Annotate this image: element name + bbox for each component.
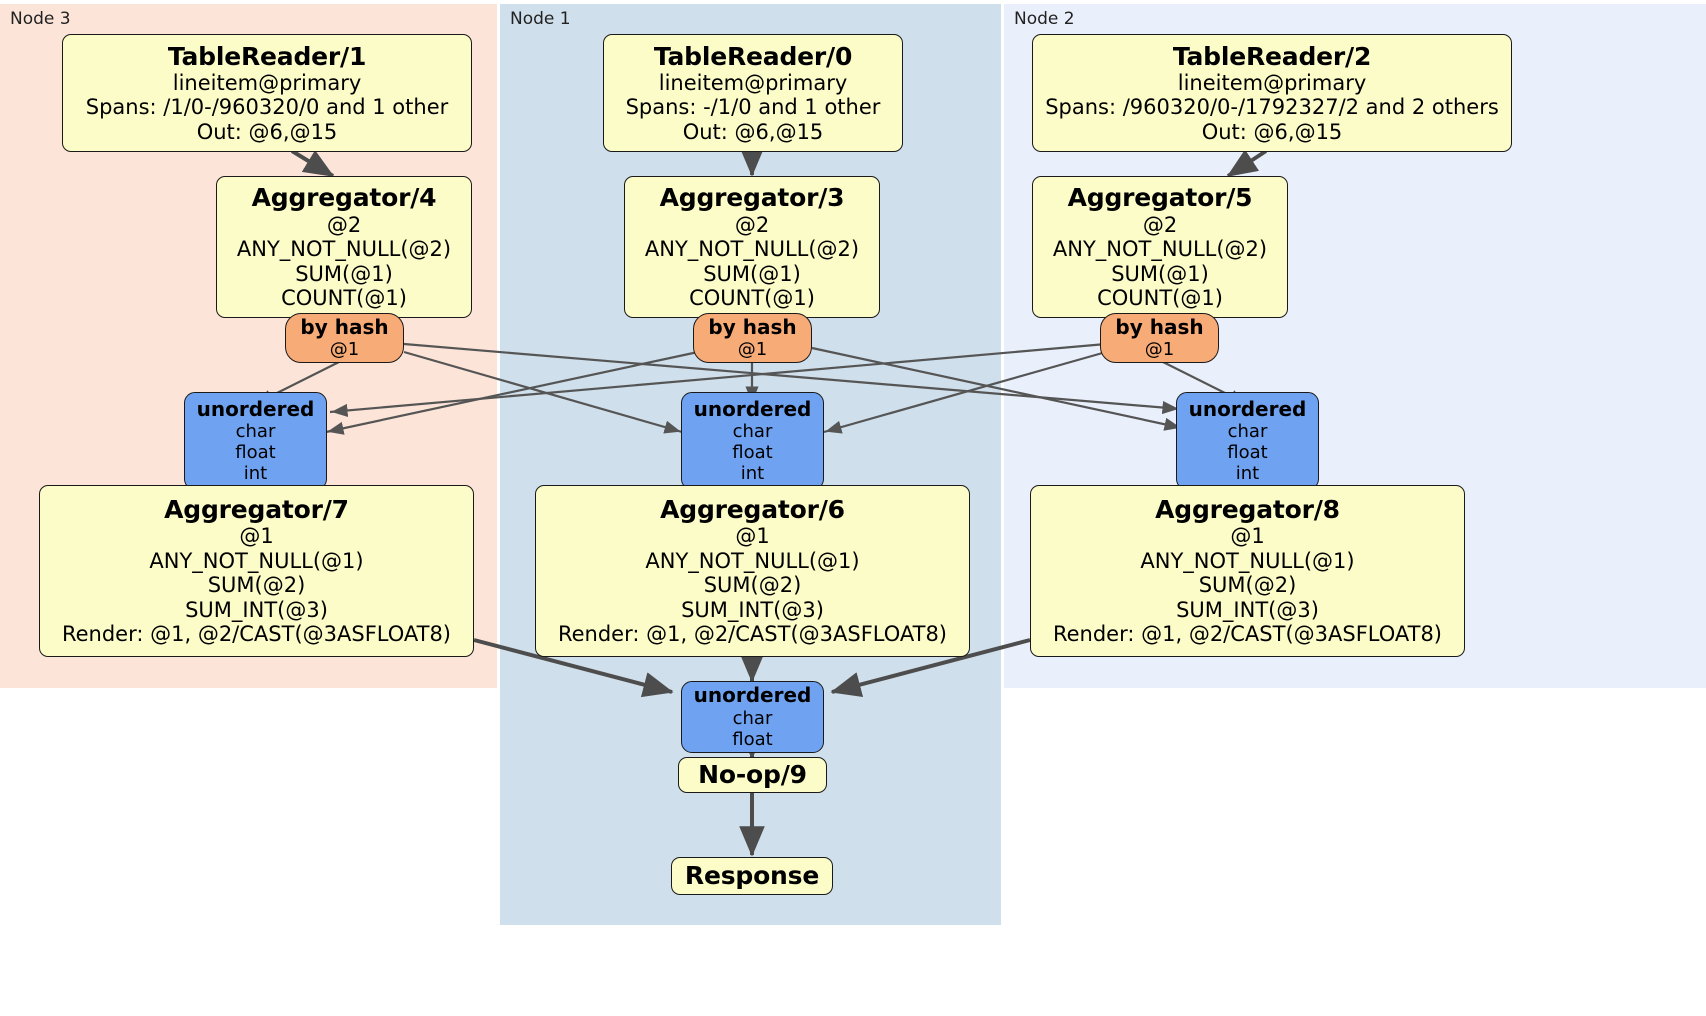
processor-aggregator-4[interactable]: Aggregator/4 @2 ANY_NOT_NULL(@2) SUM(@1)… [216, 176, 472, 318]
router-by-hash-middle[interactable]: by hash @1 [693, 313, 812, 363]
processor-line: Out: @6,@15 [196, 119, 338, 144]
processor-title: Response [684, 861, 820, 891]
processor-line: Spans: /1/0-/960320/0 and 1 other [85, 95, 449, 120]
processor-line: SUM_INT(@3) [185, 597, 328, 622]
processor-table-reader-0[interactable]: TableReader/0 lineitem@primary Spans: -/… [603, 34, 903, 152]
stream-title: unordered [693, 683, 812, 708]
router-by-hash-left[interactable]: by hash @1 [285, 313, 404, 363]
router-line: @1 [1144, 339, 1175, 361]
processor-line: Render: @1, @2/CAST(@3ASFLOAT8) [1052, 622, 1443, 647]
processor-line: ANY_NOT_NULL(@2) [236, 237, 452, 262]
node-panel-label-node1: Node 1 [510, 9, 571, 29]
stream-title: unordered [196, 396, 315, 421]
processor-title: Aggregator/8 [1155, 494, 1340, 524]
processor-line: Spans: -/1/0 and 1 other [625, 95, 881, 120]
processor-line: @1 [239, 524, 274, 549]
stream-unordered-left[interactable]: unordered char float int [184, 392, 327, 490]
processor-line: SUM_INT(@3) [1176, 597, 1319, 622]
processor-aggregator-8[interactable]: Aggregator/8 @1 ANY_NOT_NULL(@1) SUM(@2)… [1030, 485, 1465, 657]
stream-line: char [1227, 421, 1268, 443]
processor-title: Aggregator/3 [659, 183, 845, 213]
processor-line: SUM(@1) [295, 261, 393, 286]
stream-line: int [243, 463, 268, 485]
processor-line: Render: @1, @2/CAST(@3ASFLOAT8) [557, 622, 948, 647]
processor-line: Out: @6,@15 [1201, 119, 1343, 144]
router-line: @1 [329, 339, 360, 361]
processor-table-reader-2[interactable]: TableReader/2 lineitem@primary Spans: /9… [1032, 34, 1512, 152]
processor-response[interactable]: Response [671, 857, 833, 895]
router-title: by hash [1115, 314, 1204, 339]
processor-noop-9[interactable]: No-op/9 [678, 757, 827, 793]
stream-line: int [740, 463, 765, 485]
stream-unordered-right[interactable]: unordered char float int [1176, 392, 1319, 490]
processor-table-reader-1[interactable]: TableReader/1 lineitem@primary Spans: /1… [62, 34, 472, 152]
processor-line: Out: @6,@15 [682, 119, 824, 144]
processor-line: SUM(@2) [703, 573, 802, 598]
stream-unordered-middle[interactable]: unordered char float int [681, 392, 824, 490]
processor-line: Render: @1, @2/CAST(@3ASFLOAT8) [61, 622, 452, 647]
processor-line: SUM(@1) [703, 261, 801, 286]
processor-line: @2 [1142, 212, 1178, 237]
processor-line: ANY_NOT_NULL(@2) [1052, 237, 1268, 262]
stream-title: unordered [693, 396, 812, 421]
stream-unordered-final[interactable]: unordered char float [681, 681, 824, 753]
node-panel-label-node2: Node 2 [1014, 9, 1075, 29]
processor-line: COUNT(@1) [281, 286, 407, 311]
processor-line: SUM(@2) [1198, 573, 1297, 598]
router-title: by hash [300, 314, 389, 339]
processor-title: Aggregator/7 [164, 494, 349, 524]
stream-title: unordered [1188, 396, 1307, 421]
processor-line: @1 [1230, 524, 1265, 549]
stream-line: float [235, 442, 276, 464]
processor-title: No-op/9 [698, 760, 807, 790]
stream-line: char [235, 421, 276, 443]
processor-aggregator-5[interactable]: Aggregator/5 @2 ANY_NOT_NULL(@2) SUM(@1)… [1032, 176, 1288, 318]
processor-line: COUNT(@1) [689, 286, 815, 311]
processor-line: COUNT(@1) [1097, 286, 1223, 311]
processor-aggregator-3[interactable]: Aggregator/3 @2 ANY_NOT_NULL(@2) SUM(@1)… [624, 176, 880, 318]
processor-line: @2 [326, 212, 362, 237]
processor-line: ANY_NOT_NULL(@1) [1140, 548, 1355, 573]
stream-line: float [732, 442, 773, 464]
router-title: by hash [708, 314, 797, 339]
processor-title: Aggregator/4 [251, 183, 437, 213]
stream-line: float [1227, 442, 1268, 464]
processor-line: SUM(@1) [1111, 261, 1209, 286]
processor-title: TableReader/0 [653, 41, 853, 71]
processor-line: Spans: /960320/0-/1792327/2 and 2 others [1045, 95, 1499, 120]
processor-title: Aggregator/6 [660, 494, 845, 524]
processor-line: lineitem@primary [1177, 70, 1367, 95]
processor-line: @2 [734, 212, 770, 237]
processor-title: TableReader/1 [167, 41, 367, 71]
processor-aggregator-6[interactable]: Aggregator/6 @1 ANY_NOT_NULL(@1) SUM(@2)… [535, 485, 970, 657]
processor-line: lineitem@primary [658, 70, 848, 95]
processor-aggregator-7[interactable]: Aggregator/7 @1 ANY_NOT_NULL(@1) SUM(@2)… [39, 485, 474, 657]
processor-line: ANY_NOT_NULL(@2) [644, 237, 860, 262]
processor-line: @1 [735, 524, 770, 549]
processor-line: ANY_NOT_NULL(@1) [149, 548, 364, 573]
processor-line: SUM(@2) [207, 573, 306, 598]
processor-line: lineitem@primary [172, 70, 362, 95]
processor-line: ANY_NOT_NULL(@1) [645, 548, 860, 573]
router-line: @1 [737, 339, 768, 361]
processor-line: SUM_INT(@3) [681, 597, 824, 622]
stream-line: char [732, 421, 773, 443]
stream-line: float [732, 728, 773, 750]
stream-line: int [1235, 463, 1260, 485]
processor-title: TableReader/2 [1172, 41, 1372, 71]
router-by-hash-right[interactable]: by hash @1 [1100, 313, 1219, 363]
node-panel-label-node3: Node 3 [10, 9, 71, 29]
processor-title: Aggregator/5 [1067, 183, 1253, 213]
stream-line: char [732, 707, 773, 729]
